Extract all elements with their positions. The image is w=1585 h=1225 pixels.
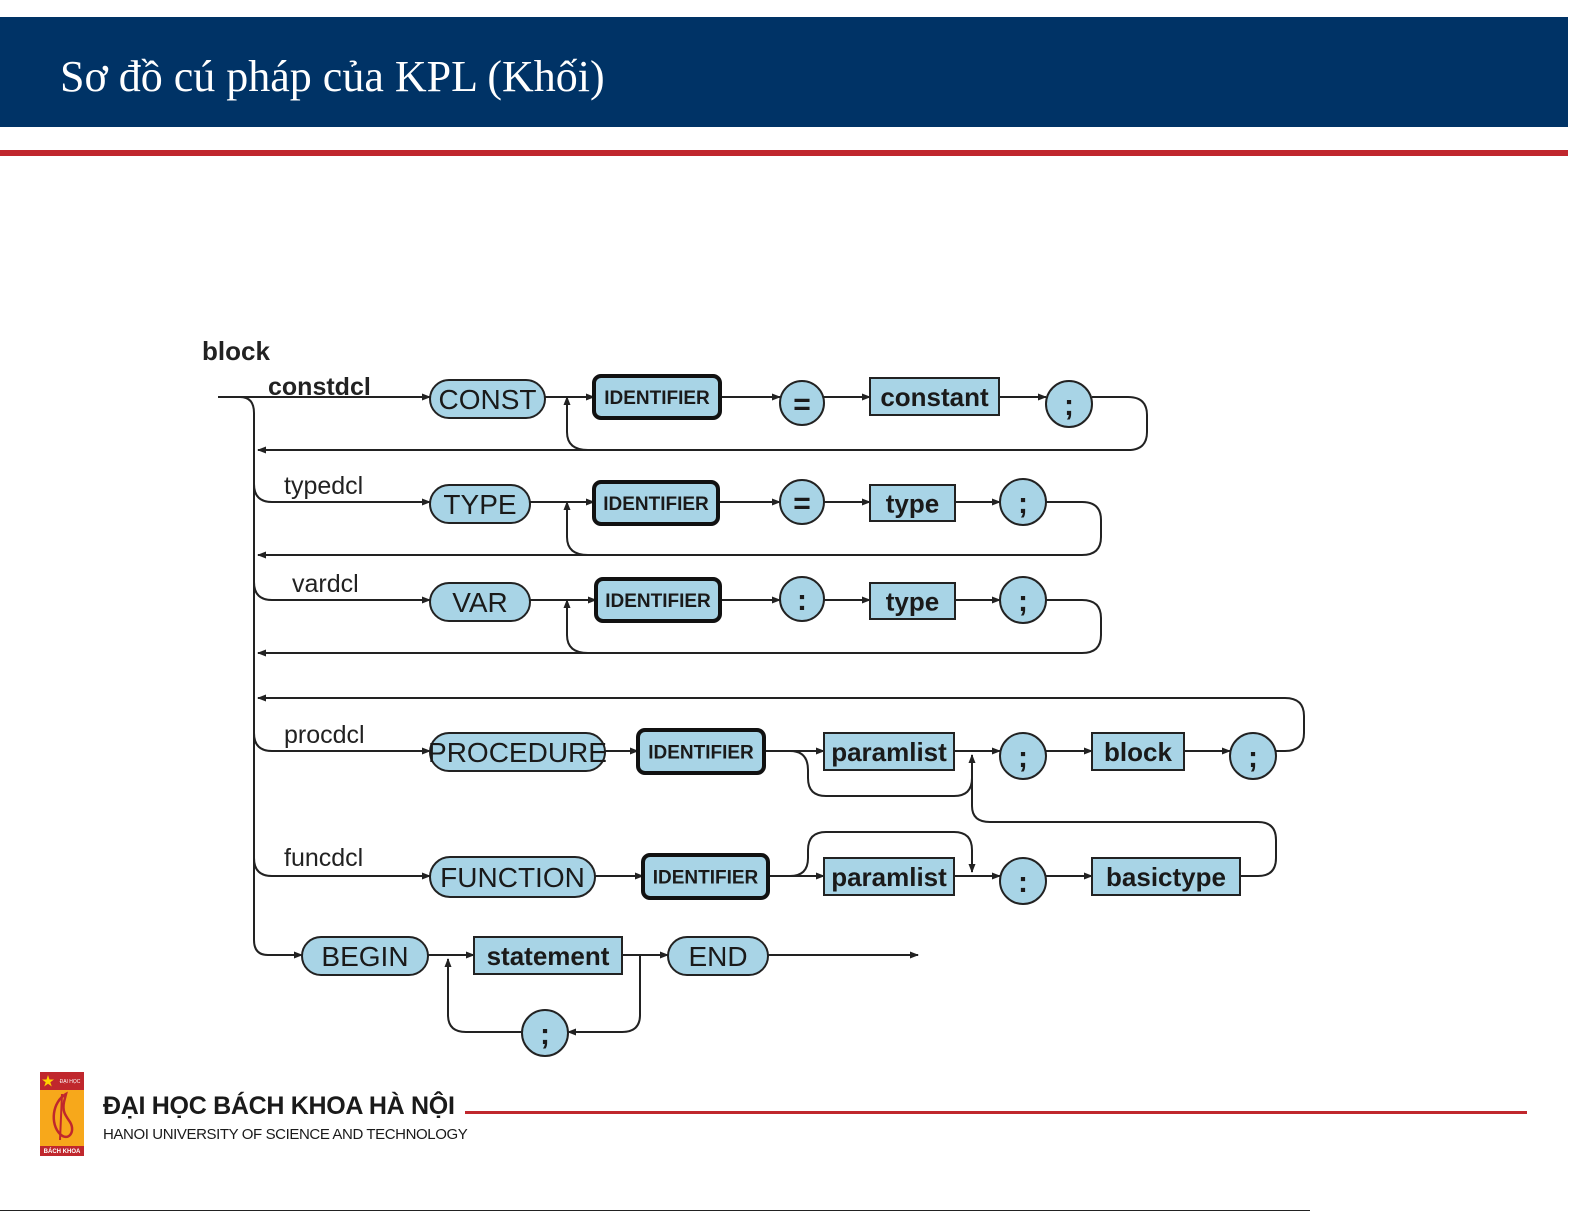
bottom-rule — [0, 1210, 1310, 1211]
svg-text:IDENTIFIER: IDENTIFIER — [653, 867, 759, 888]
svg-text:constant: constant — [880, 382, 989, 412]
svg-text:block: block — [1104, 737, 1172, 767]
node-proc-block: block — [1091, 732, 1185, 771]
svg-text:type: type — [886, 586, 939, 616]
svg-text:type: type — [886, 488, 939, 518]
node-statement: statement — [473, 936, 623, 975]
node-func-basictype: basictype — [1091, 857, 1241, 896]
node-const-semicolon: ; — [1045, 380, 1093, 428]
branch-label-vardcl: vardcl — [292, 570, 359, 598]
svg-text:IDENTIFIER: IDENTIFIER — [603, 494, 709, 515]
svg-text:basictype: basictype — [1106, 862, 1226, 892]
node-var-identifier: IDENTIFIER — [594, 577, 722, 623]
svg-text:VAR: VAR — [452, 587, 508, 618]
node-const-constant: constant — [869, 377, 1000, 416]
svg-text:END: END — [688, 941, 747, 972]
svg-text:FUNCTION: FUNCTION — [440, 862, 585, 893]
svg-text:=: = — [793, 487, 811, 520]
node-type-semicolon: ; — [999, 478, 1047, 526]
node-proc-semicolon-1: ; — [999, 732, 1047, 780]
svg-text:paramlist: paramlist — [831, 737, 947, 767]
node-func-keyword: FUNCTION — [429, 856, 596, 898]
node-func-paramlist: paramlist — [823, 857, 955, 896]
node-proc-identifier: IDENTIFIER — [636, 728, 766, 775]
svg-text:IDENTIFIER: IDENTIFIER — [605, 591, 711, 612]
footer-divider — [465, 1111, 1527, 1114]
node-type-equals: = — [779, 479, 825, 525]
university-name-english: HANOI UNIVERSITY OF SCIENCE AND TECHNOLO… — [103, 1126, 468, 1143]
header-divider — [0, 150, 1568, 156]
svg-text:;: ; — [1248, 741, 1258, 774]
svg-text:;: ; — [1018, 741, 1028, 774]
svg-text::: : — [1018, 866, 1028, 899]
logo-text-bottom: BÁCH KHOA — [44, 1148, 81, 1155]
node-proc-paramlist: paramlist — [823, 732, 955, 771]
node-var-keyword: VAR — [429, 582, 531, 622]
node-proc-keyword: PROCEDURE — [428, 732, 607, 772]
node-const-equals: = — [779, 380, 825, 426]
svg-text:IDENTIFIER: IDENTIFIER — [604, 388, 710, 409]
svg-text:CONST: CONST — [439, 384, 537, 415]
node-type-identifier: IDENTIFIER — [592, 480, 720, 526]
branch-label-procdcl: procdcl — [284, 721, 365, 749]
svg-text:paramlist: paramlist — [831, 862, 947, 892]
logo-text-top: ĐẠI HỌC — [60, 1079, 81, 1085]
node-proc-semicolon-2: ; — [1229, 732, 1277, 780]
svg-text:PROCEDURE: PROCEDURE — [428, 737, 607, 768]
node-statement-separator: ; — [521, 1009, 569, 1057]
node-begin-keyword: BEGIN — [301, 936, 429, 976]
diagram-lines — [218, 393, 1305, 1036]
svg-text:IDENTIFIER: IDENTIFIER — [648, 742, 754, 763]
slide-title: Sơ đồ cú pháp của KPL (Khối) — [60, 52, 605, 101]
branch-label-constdcl: constdcl — [268, 373, 371, 401]
svg-text:;: ; — [540, 1018, 550, 1051]
node-func-identifier: IDENTIFIER — [641, 853, 770, 900]
node-var-type: type — [869, 582, 956, 620]
node-const-identifier: IDENTIFIER — [592, 374, 722, 420]
university-name: ĐẠI HỌC BÁCH KHOA HÀ NỘI — [103, 1092, 455, 1120]
node-end-keyword: END — [667, 936, 769, 976]
svg-text::: : — [797, 584, 807, 617]
svg-text:BEGIN: BEGIN — [321, 941, 408, 972]
node-func-colon: : — [999, 857, 1047, 905]
diagram-start-label: block — [202, 336, 270, 366]
svg-text:TYPE: TYPE — [443, 489, 516, 520]
node-var-colon: : — [779, 576, 825, 622]
svg-text:;: ; — [1064, 389, 1074, 422]
branch-label-typedcl: typedcl — [284, 472, 363, 500]
node-const-keyword: CONST — [429, 379, 546, 419]
node-type-type: type — [869, 484, 956, 522]
node-type-keyword: TYPE — [429, 484, 531, 524]
svg-text:;: ; — [1018, 487, 1028, 520]
university-logo: ĐẠI HỌC BÁCH KHOA — [40, 1072, 84, 1156]
branch-label-funcdcl: funcdcl — [284, 844, 363, 872]
svg-text:;: ; — [1018, 585, 1028, 618]
svg-text:=: = — [793, 388, 811, 421]
node-var-semicolon: ; — [999, 576, 1047, 624]
svg-text:statement: statement — [487, 941, 610, 971]
title-bar: Sơ đồ cú pháp của KPL (Khối) — [0, 17, 1568, 127]
